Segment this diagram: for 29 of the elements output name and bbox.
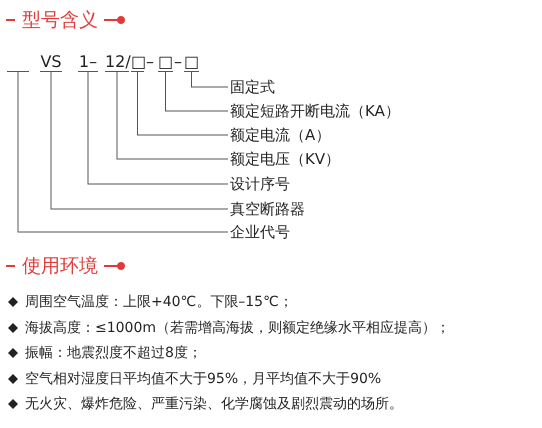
bullet-text: 无火灾、爆炸危险、严重污染、化学腐蚀及剧烈震动的场所。 (25, 395, 403, 414)
code-dash: – (174, 53, 182, 71)
leader-line (50, 72, 228, 210)
meaning-text: 设计序号 (230, 174, 290, 194)
section-heading: 型号含义 (22, 8, 98, 32)
code-segment: □ (184, 53, 199, 72)
leader-line (88, 72, 228, 184)
code-dash: – (146, 53, 154, 71)
code-segment: □ (131, 53, 144, 72)
meaning-text: 额定电流（A） (230, 125, 330, 145)
leader-line (116, 72, 228, 160)
bullet-text: 海拔高度：≤1000m（若需增高海拔，则额定绝缘水平相应提高）； (25, 318, 450, 338)
leader-line (18, 72, 228, 232)
code-segment: □ (158, 53, 173, 72)
bullet-text: 空气相对湿度日平均值不大于95%，月平均值不大于90% (25, 370, 382, 388)
code-segment: 12/ (105, 53, 129, 72)
section-heading: 使用环境 (22, 254, 98, 278)
bullet-text: 振幅：地震烈度不超过8度； (25, 344, 202, 363)
bullet-text: 周围空气温度：上限+40℃。下限–15℃； (25, 293, 293, 312)
code-segment: 1– (78, 53, 98, 72)
code-segment: VS (40, 53, 62, 72)
meaning-text: 额定电压（KV） (230, 149, 340, 169)
leader-line (165, 72, 228, 112)
leader-line (137, 72, 228, 136)
leader-line (191, 72, 228, 88)
meaning-text: 额定短路开断电流（KA） (230, 101, 400, 121)
meaning-text: 真空断路器 (230, 199, 305, 219)
meaning-text: 固定式 (230, 77, 275, 97)
meaning-text: 企业代号 (230, 222, 290, 242)
